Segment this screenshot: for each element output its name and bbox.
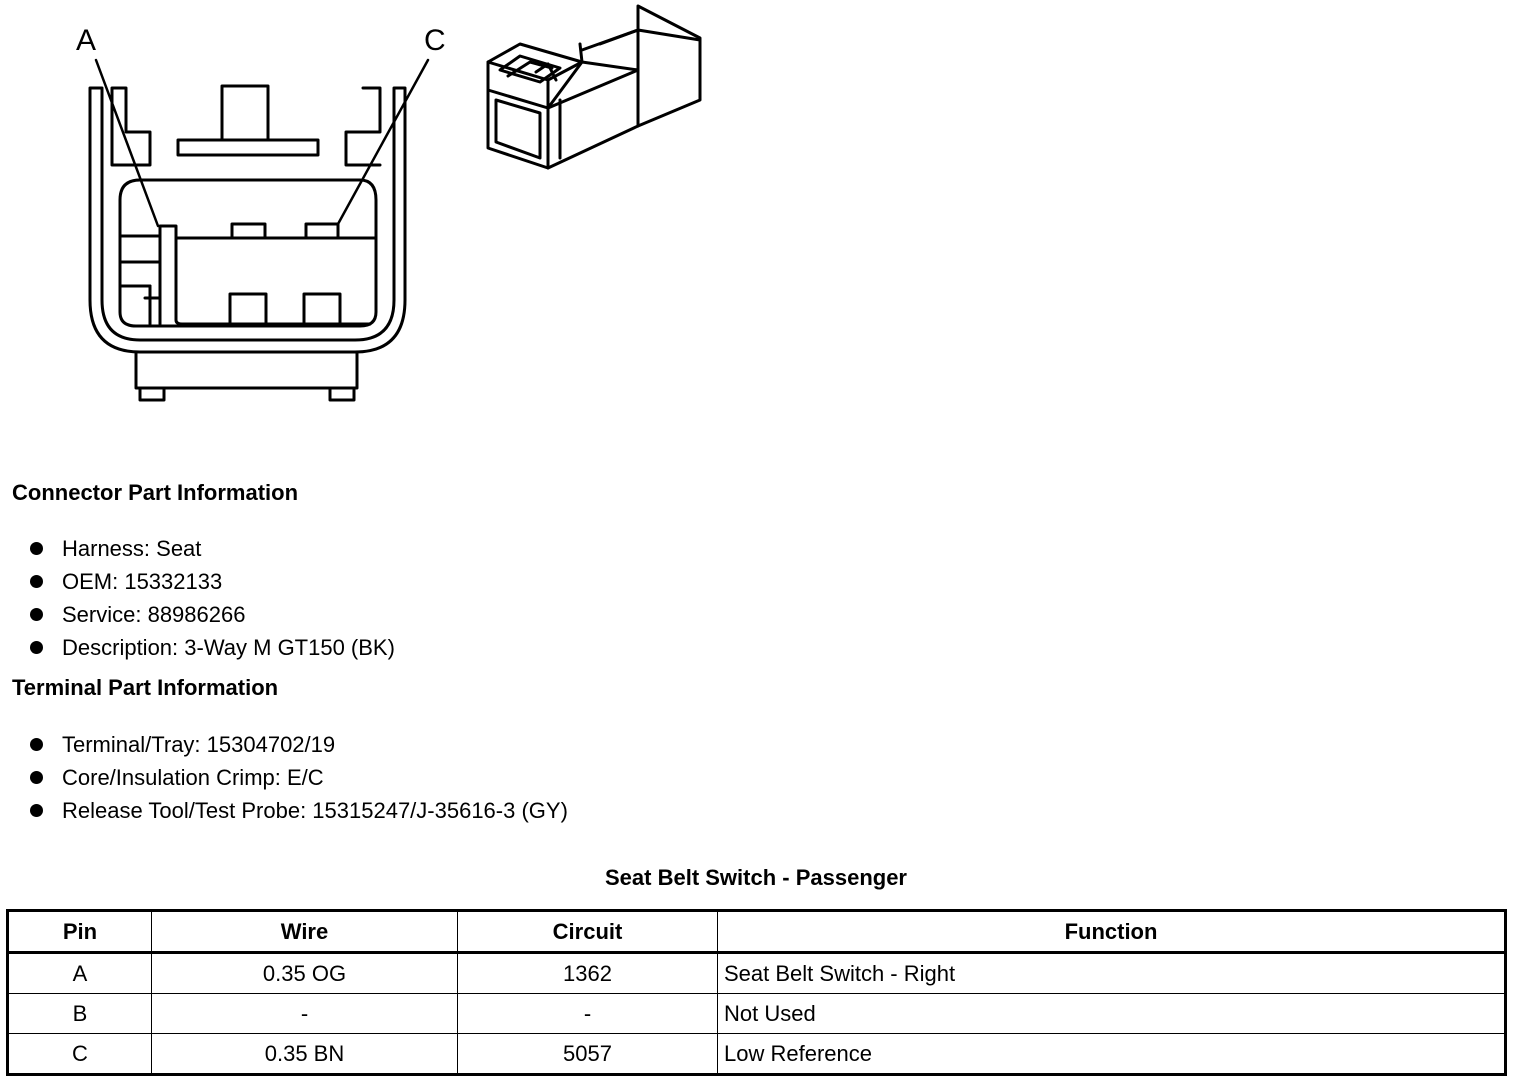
pinout-table: Pin Wire Circuit Function A 0.35 OG 1362… — [6, 909, 1507, 1076]
list-item: Release Tool/Test Probe: 15315247/J-3561… — [28, 794, 568, 827]
list-item: Harness: Seat — [28, 532, 395, 565]
terminal-part-info-list: Terminal/Tray: 15304702/19 Core/Insulati… — [28, 728, 568, 827]
pin-c-label: C — [424, 24, 446, 57]
bullet-icon — [30, 575, 43, 588]
bullet-icon — [30, 641, 43, 654]
table-row: C 0.35 BN 5057 Low Reference — [7, 1033, 1506, 1075]
bullet-icon — [30, 804, 43, 817]
pin-a-label: A — [76, 24, 96, 57]
list-item: Description: 3-Way M GT150 (BK) — [28, 631, 395, 664]
table-header-row: Pin Wire Circuit Function — [7, 910, 1506, 954]
cell-function: Low Reference — [717, 1033, 1506, 1075]
table-row: B - - Not Used — [7, 993, 1506, 1034]
connector-diagram: A C — [76, 4, 702, 402]
list-item: Core/Insulation Crimp: E/C — [28, 761, 568, 794]
cell-pin: A — [7, 952, 152, 994]
cell-pin: C — [7, 1033, 152, 1075]
cell-function: Seat Belt Switch - Right — [717, 952, 1506, 994]
connector-isometric-view — [486, 4, 702, 170]
cell-wire: 0.35 BN — [151, 1033, 458, 1075]
cell-wire: - — [151, 993, 458, 1034]
connector-part-info-heading: Connector Part Information — [12, 480, 299, 505]
table-title: Seat Belt Switch - Passenger — [605, 865, 907, 890]
column-header-wire: Wire — [151, 910, 458, 954]
cell-function: Not Used — [717, 993, 1506, 1034]
connector-part-info-list: Harness: Seat OEM: 15332133 Service: 889… — [28, 532, 395, 664]
bullet-icon — [30, 608, 43, 621]
column-header-pin: Pin — [7, 910, 152, 954]
column-header-function: Function — [717, 910, 1506, 954]
cell-circuit: 5057 — [457, 1033, 718, 1075]
cell-circuit: - — [457, 993, 718, 1034]
bullet-icon — [30, 542, 43, 555]
table-row: A 0.35 OG 1362 Seat Belt Switch - Right — [7, 952, 1506, 994]
column-header-circuit: Circuit — [457, 910, 718, 954]
bullet-icon — [30, 771, 43, 784]
list-item: OEM: 15332133 — [28, 565, 395, 598]
cell-wire: 0.35 OG — [151, 952, 458, 994]
cell-pin: B — [7, 993, 152, 1034]
cell-circuit: 1362 — [457, 952, 718, 994]
list-item: Service: 88986266 — [28, 598, 395, 631]
terminal-part-info-heading: Terminal Part Information — [12, 675, 279, 700]
list-item: Terminal/Tray: 15304702/19 — [28, 728, 568, 761]
bullet-icon — [30, 738, 43, 751]
